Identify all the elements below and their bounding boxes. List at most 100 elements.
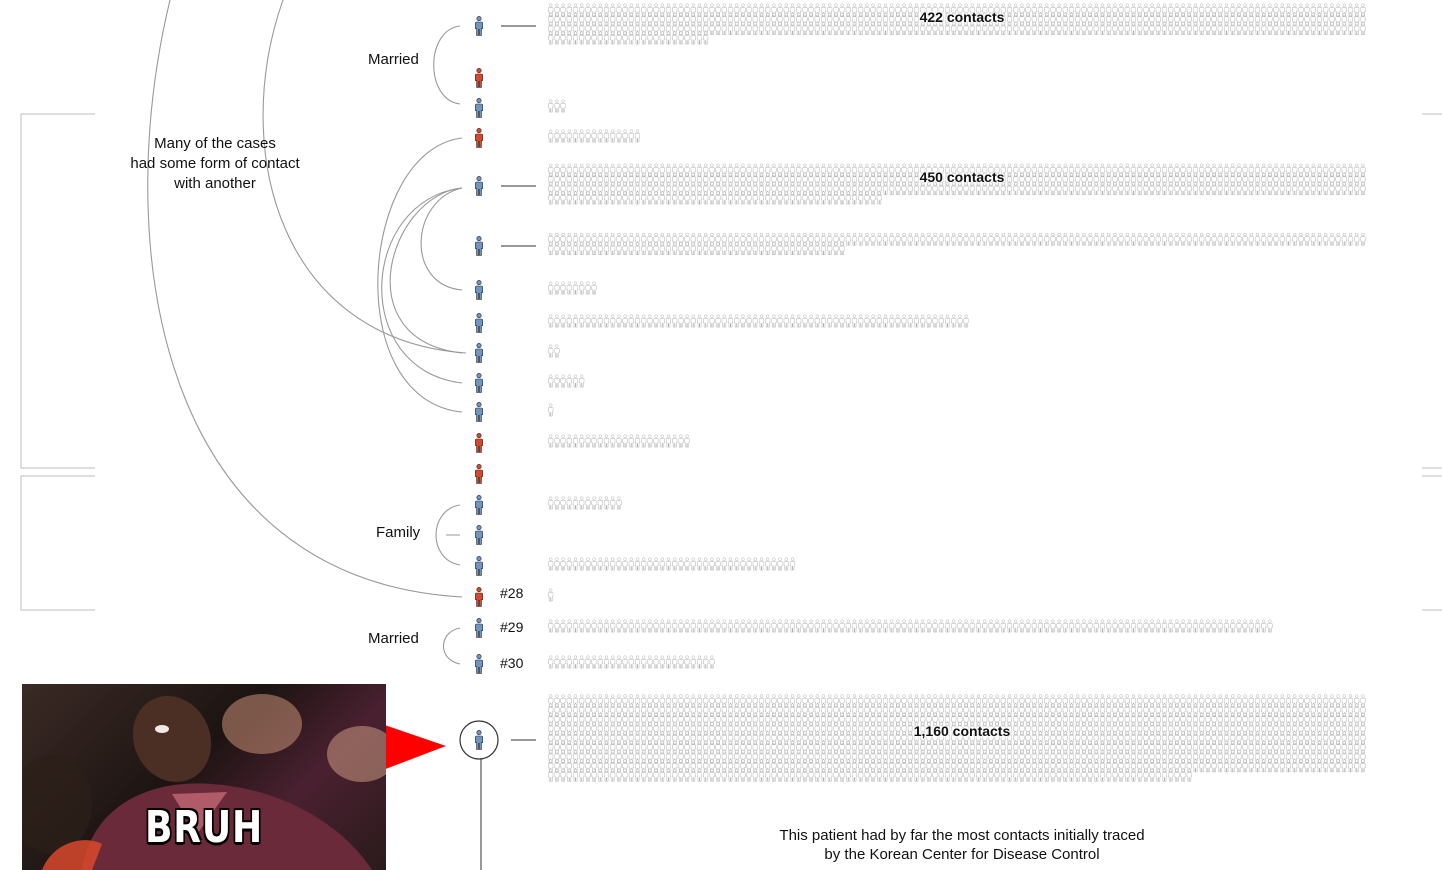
contact-icon (591, 434, 597, 448)
contact-icon (628, 557, 634, 571)
contact-icon (591, 619, 597, 633)
contact-icon (560, 655, 566, 669)
contact-icon (814, 314, 820, 328)
patient-icon-20 (475, 729, 483, 750)
contact-icon (572, 374, 579, 388)
contact-icon (703, 655, 709, 669)
contact-icon (876, 232, 882, 246)
contact-icon (901, 619, 907, 633)
contact-icon (895, 619, 901, 633)
contact-icon (610, 619, 616, 633)
contact-icon (560, 496, 566, 510)
contact-icon (1236, 619, 1242, 633)
contact-icon (1106, 232, 1112, 246)
contact-icon (1230, 232, 1236, 246)
contact-icon (641, 655, 647, 669)
patient-icon-19 (475, 653, 483, 674)
contact-icon (758, 619, 765, 633)
contact-icon (616, 314, 622, 328)
contact-icon (1174, 619, 1180, 633)
contact-icon (672, 619, 678, 633)
contact-icon (634, 314, 641, 328)
contact-icon (827, 314, 833, 328)
contact-icon (566, 281, 572, 295)
contact-icon (1112, 232, 1118, 246)
contact-icon (696, 619, 703, 633)
contact-icon (1124, 619, 1130, 633)
contact-icon (858, 619, 864, 633)
contact-icon (758, 314, 765, 328)
contact-icon (566, 496, 572, 510)
contact-icon (1211, 232, 1217, 246)
contact-icon (1143, 232, 1149, 246)
contact-icon (1161, 232, 1168, 246)
left-bracket-top (20, 113, 95, 469)
contact-icon (1149, 232, 1155, 246)
contact-icon (1006, 619, 1013, 633)
contact-icon (684, 557, 690, 571)
contact-icon (882, 314, 889, 328)
contact-icon (957, 619, 963, 633)
contact-icon (926, 314, 932, 328)
family-label: Family (376, 524, 421, 541)
contact-icon (1130, 619, 1137, 633)
contact-icon (653, 619, 659, 633)
contact-icon (628, 619, 634, 633)
contact-icon (1099, 619, 1106, 633)
contacts-group-12 (548, 434, 690, 448)
contact-icon (616, 434, 622, 448)
contact-icon (554, 281, 560, 295)
contact-icon (634, 557, 641, 571)
contacts-group-17 (548, 588, 554, 602)
contact-icon (548, 557, 554, 571)
patient-icon-13 (475, 463, 483, 484)
contact-icon (870, 232, 876, 246)
contact-icon (566, 314, 572, 328)
contact-icon (603, 314, 610, 328)
contact-icon (560, 374, 566, 388)
contact-icon (1261, 232, 1267, 246)
contact-icon (672, 655, 678, 669)
patient-icon-17 (475, 586, 483, 607)
contact-icon (554, 557, 560, 571)
contact-icon (572, 619, 579, 633)
contact-icon (1186, 619, 1192, 633)
contact-icon (938, 232, 944, 246)
contact-icon (696, 655, 703, 669)
contact-icon (715, 619, 721, 633)
contact-icon (579, 129, 585, 143)
contact-icon (957, 314, 963, 328)
contact-icon (789, 314, 796, 328)
contact-icon (1106, 619, 1112, 633)
contacts-group-7 (548, 281, 597, 295)
married-bracket-bottom (443, 627, 461, 665)
contact-icon (1068, 619, 1075, 633)
contact-icon (721, 314, 727, 328)
contact-icon (1242, 232, 1248, 246)
contact-icon (777, 557, 783, 571)
contact-icon (603, 619, 610, 633)
contact-icon (1019, 232, 1025, 246)
contact-icon (1075, 232, 1081, 246)
patients-layer (475, 15, 483, 750)
contact-icon (746, 557, 752, 571)
contact-icon (876, 314, 882, 328)
contact-icon (1087, 232, 1093, 246)
contact-icon (988, 619, 994, 633)
contact-icon (1242, 619, 1248, 633)
patient-label-29: #29 (500, 619, 524, 635)
contact-icon (1093, 232, 1099, 246)
contact-icon (703, 314, 709, 328)
contact-icon (876, 619, 882, 633)
contact-icon (572, 314, 579, 328)
contact-icon (616, 129, 622, 143)
contact-icon (591, 314, 597, 328)
contact-icon (1056, 619, 1062, 633)
contact-icon (597, 129, 603, 143)
contact-icon (1273, 232, 1279, 246)
contact-icon (1137, 232, 1143, 246)
patient-label-30: #30 (500, 655, 524, 671)
contact-icon (765, 619, 771, 633)
contact-icon (647, 314, 653, 328)
contact-icon (659, 655, 665, 669)
